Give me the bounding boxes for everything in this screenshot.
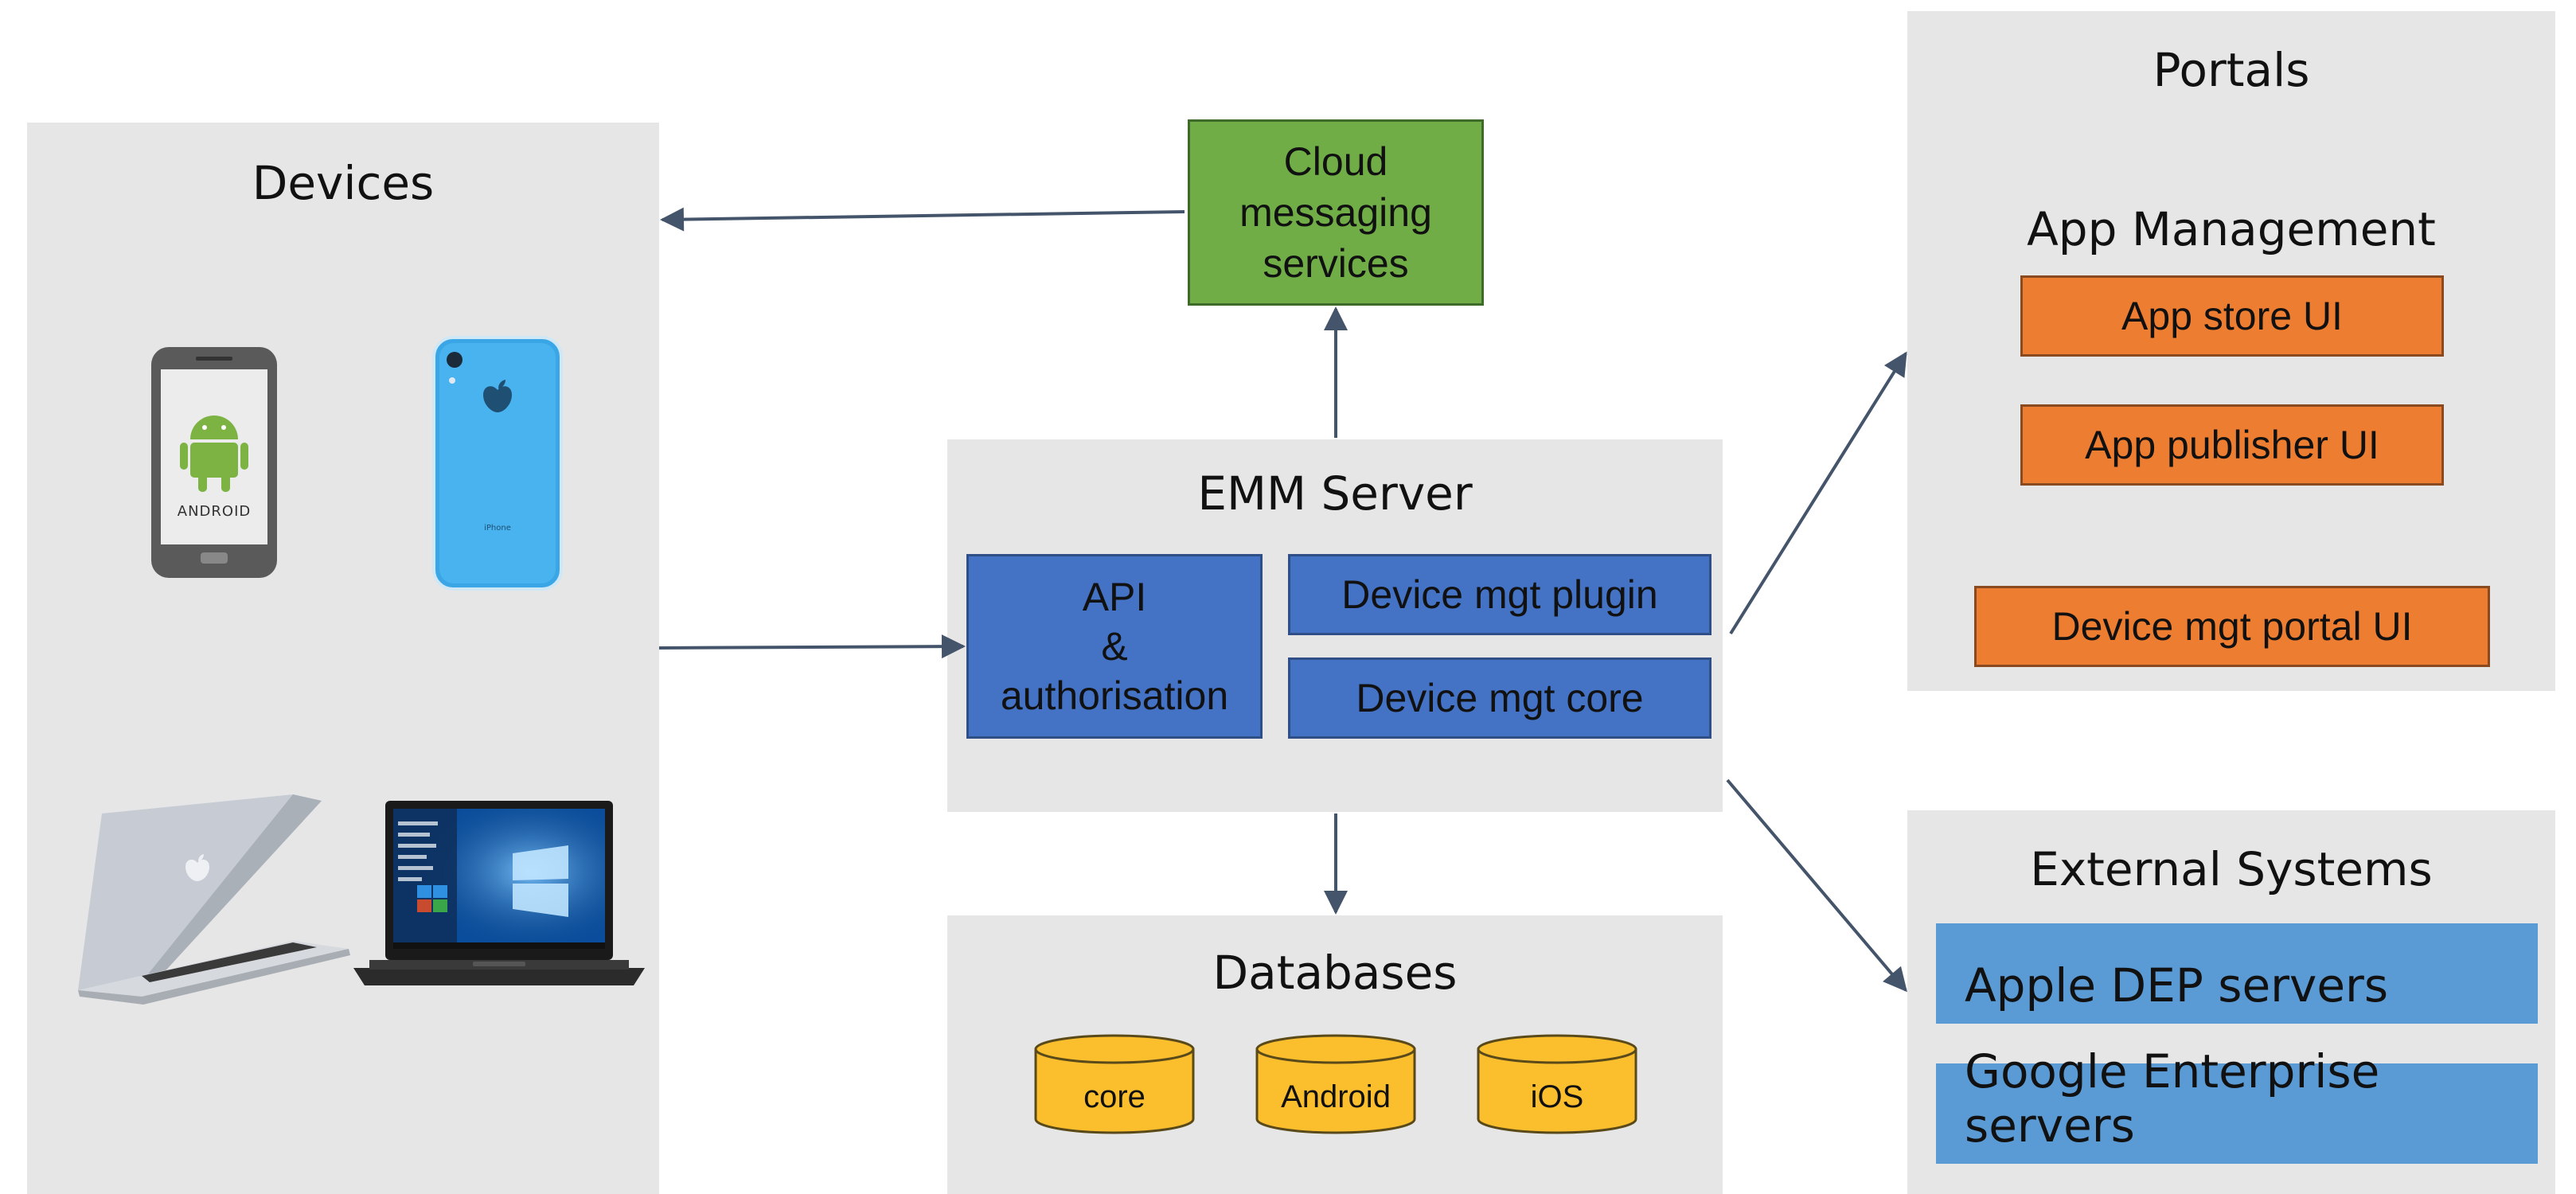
app-management-title: App Management [2027, 202, 2436, 256]
databases-title: Databases [1212, 946, 1458, 1000]
emm-server-title: EMM Server [1197, 466, 1473, 521]
cloud-messaging-box: Cloud messaging services [1188, 119, 1484, 306]
macbook-icon [78, 794, 350, 1005]
database-cylinder-icon [1034, 1034, 1195, 1134]
db-android: Android [1255, 1033, 1417, 1135]
db-android-label: Android [1281, 1079, 1391, 1114]
devices-panel: Devices ANDROID iPhone [27, 123, 659, 1194]
arrow-emm-to-portals [1729, 351, 1907, 635]
db-ios: iOS [1476, 1033, 1638, 1135]
db-core-label: core [1083, 1079, 1146, 1114]
device-mgt-core-box: Device mgt core [1288, 657, 1711, 739]
external-systems-title: External Systems [2030, 842, 2433, 896]
db-ios-label: iOS [1530, 1079, 1584, 1114]
cloud-line3: services [1263, 241, 1409, 286]
database-cylinder-icon [1477, 1034, 1637, 1134]
arrow-devices-to-api [658, 634, 966, 659]
devices-title: Devices [252, 156, 435, 210]
android-phone-icon: ANDROID [151, 347, 277, 578]
device-mgt-portal-ui-box: Device mgt portal UI [1974, 586, 2490, 667]
windows-laptop-icon [353, 801, 645, 985]
db-core: core [1033, 1033, 1196, 1135]
arrow-emm-to-external [1726, 778, 1907, 993]
api-line2: & [1101, 624, 1128, 669]
android-wordmark: ANDROID [178, 503, 251, 520]
app-publisher-ui-box: App publisher UI [2020, 404, 2444, 486]
cloud-line2: messaging [1239, 190, 1432, 235]
device-mgt-plugin-box: Device mgt plugin [1288, 554, 1711, 635]
api-line1: API [1082, 575, 1147, 619]
iphone-wordmark: iPhone [484, 524, 511, 533]
database-cylinder-icon [1255, 1034, 1416, 1134]
app-store-ui-box: App store UI [2020, 275, 2444, 357]
apple-dep-servers-box: Apple DEP servers [1936, 923, 2538, 1024]
cloud-line1: Cloud [1283, 139, 1388, 184]
api-line3: authorisation [1000, 673, 1229, 718]
portals-title: Portals [2153, 43, 2310, 97]
api-authorisation-box: API & authorisation [966, 554, 1263, 739]
iphone-icon: iPhone [432, 336, 563, 591]
arrow-cloud-to-devices [660, 207, 1185, 232]
